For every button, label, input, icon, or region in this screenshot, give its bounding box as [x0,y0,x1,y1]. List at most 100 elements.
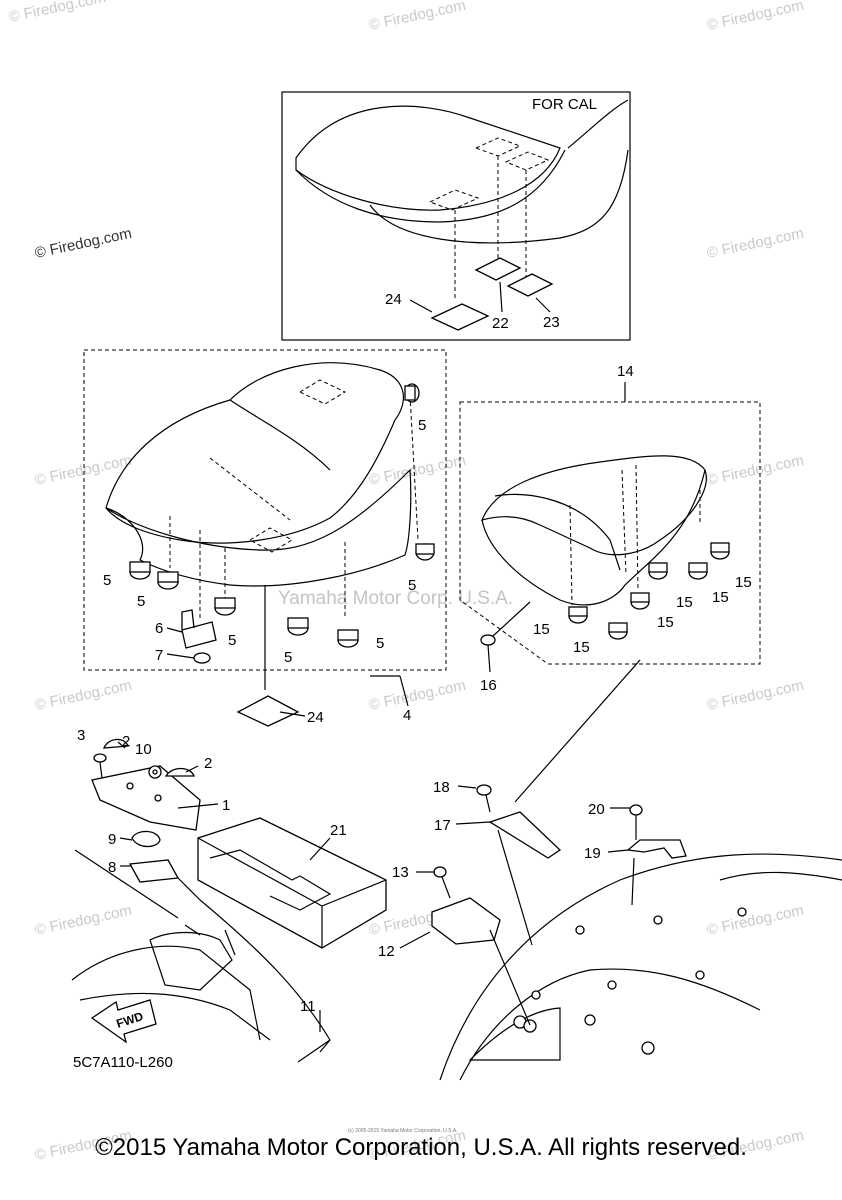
passenger-seat-frame [459,401,761,665]
callout-14: 14 [617,363,634,380]
leader [499,281,503,313]
watermark: © Firedog.com [705,902,805,939]
hook-19 [626,839,687,859]
damper-15 [688,562,708,580]
callout-18: 18 [433,779,450,796]
fine-print: (c) 2005-2015 Yamaha Motor Corporation, … [348,1128,458,1134]
bolt-18 [476,784,492,813]
callout-13: 13 [392,864,409,881]
bolt-13 [433,866,451,899]
inset-frame [281,91,631,341]
callout-5: 5 [284,649,292,666]
decal-23 [506,273,554,297]
cable-11 [199,899,331,1053]
rider-seat-group: 5 5 5 5 5 5 5 6 7 4 24 [83,349,447,727]
damper-15 [568,606,588,624]
leader [279,711,306,717]
leader [514,659,641,803]
leader [455,821,491,825]
cap-2 [164,767,195,777]
damper-5 [415,543,435,561]
callout-2: 2 [204,755,212,772]
inset-label-spot [428,189,480,211]
fender-opening [468,1007,561,1061]
rider-seat-side [105,468,412,587]
watermark-maker: Yamaha Motor Corp. U.S.A. [278,588,513,609]
callout-12: 12 [378,943,395,960]
callout-1: 1 [222,797,230,814]
callout-3: 3 [77,727,85,744]
leader [166,627,183,633]
rider-seat-label-spot [248,527,294,553]
passenger-seat-group: 14 15 15 15 15 15 15 16 [459,363,761,694]
watermark: © Firedog.com [705,452,805,489]
nut-10 [148,765,162,779]
callout-10: 10 [135,741,152,758]
leader [399,931,431,949]
frame-left: FWD 5C7A110-L260 [71,924,271,1071]
bracket-1 [91,765,201,831]
callout-15: 15 [735,574,752,591]
rider-seat-label-spot [298,379,347,405]
callout-15: 15 [533,621,550,638]
fender-rear [719,871,842,881]
leader [209,457,291,521]
inset-label: FOR CAL [532,96,597,113]
watermark: © Firedog.com [33,902,133,939]
inset-seat-top [295,105,561,211]
callout-19: 19 [584,845,601,862]
inset-seat-lower [369,149,629,244]
callout-17: 17 [434,817,451,834]
toolbag-edge [197,837,387,948]
leader [535,297,551,313]
inset-label-spot [504,151,550,171]
callout-5: 5 [103,572,111,589]
bracket-hole [126,782,134,790]
damper-15 [710,542,730,560]
passenger-seat-band [494,493,621,571]
leader [185,765,199,773]
bracket-6 [181,609,217,649]
leader [497,829,533,946]
inset-label-spot [474,137,522,157]
callout-24: 24 [385,291,402,308]
decal-24 [236,695,300,727]
leader [635,464,639,591]
callout-5: 5 [137,593,145,610]
bracket-hole [154,794,162,802]
rider-seat-top [105,362,404,544]
callout-2: 2 [122,733,130,750]
leader [631,857,635,906]
watermark: © Firedog.com [705,225,805,262]
callout-21: 21 [330,822,347,839]
callout-5: 5 [228,632,236,649]
damper-5 [287,617,309,636]
leader [399,675,409,707]
callout-8: 8 [108,859,116,876]
damper-15 [608,622,628,640]
leader [74,849,179,919]
callout-15: 15 [657,614,674,631]
diagram-code: 5C7A110-L260 [73,1054,173,1071]
inset-seat-rear [567,99,629,149]
frame-detail [184,924,236,956]
callout-7: 7 [155,647,163,664]
toolbag-21 [197,817,387,949]
watermark: © Firedog.com [33,225,133,262]
decal-24 [430,303,490,331]
frame-bracket [149,931,233,991]
leader [117,741,126,749]
cable-end [297,1039,331,1063]
fender-top [439,853,842,1081]
fwd-arrow: FWD [90,999,157,1044]
inset-for-cal: FOR CAL 24 22 23 [281,91,631,341]
leader [119,837,133,841]
damper-15 [648,562,668,580]
rider-seat-seam [229,399,331,471]
frame-tube [71,945,271,1041]
watermark: © Firedog.com [367,677,467,714]
bolt-3 [93,753,107,779]
callout-23: 23 [543,314,560,331]
seat-lock-group: 2 2 3 10 1 9 8 21 11 [74,727,387,1063]
callout-6: 6 [155,620,163,637]
